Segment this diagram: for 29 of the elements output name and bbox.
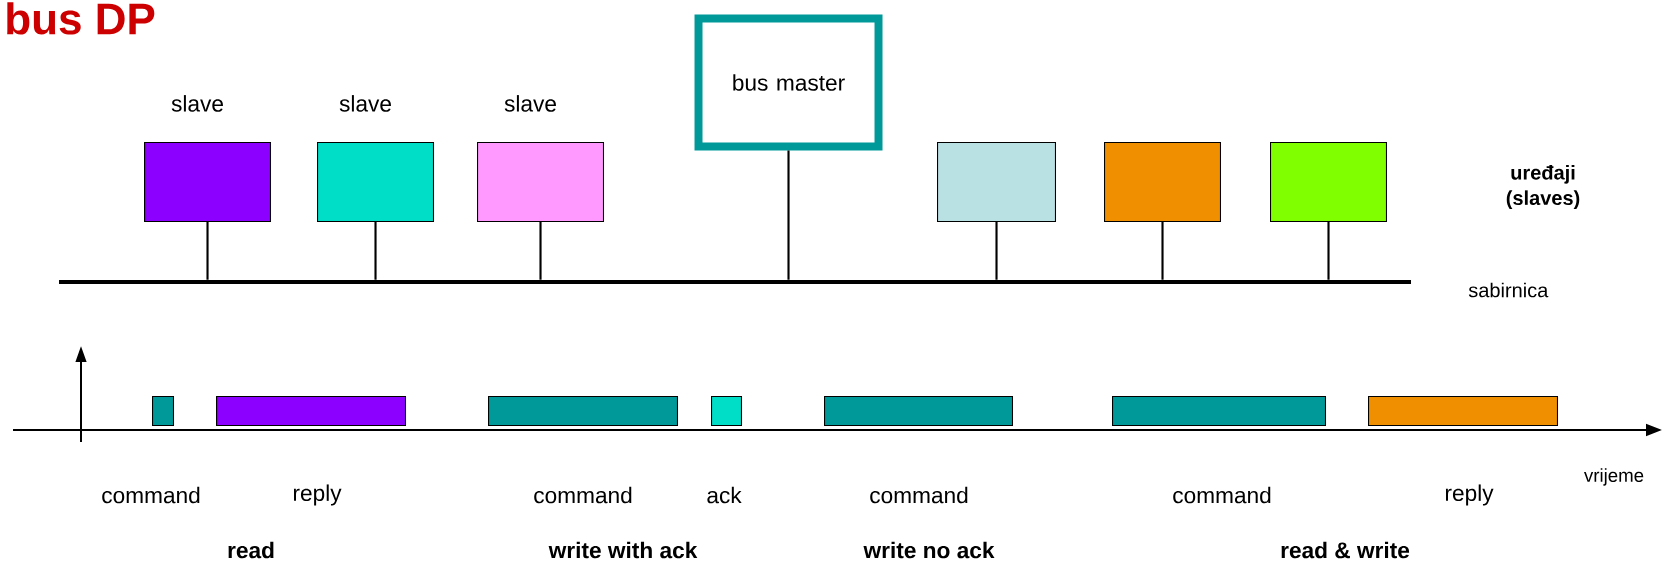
connector-line: [995, 222, 998, 280]
device-box: [1104, 142, 1221, 222]
frame-label: command: [102, 486, 200, 504]
group-label: uređaji (slaves): [1506, 165, 1580, 209]
frame-label: reply: [1445, 484, 1494, 506]
axis-label: vrijeme: [1584, 468, 1644, 486]
operation-label: read & write: [1281, 541, 1410, 559]
connector-line: [206, 222, 209, 280]
connector-line: [539, 222, 542, 280]
operation-label: read: [228, 541, 274, 559]
device-label: slave: [171, 95, 223, 112]
connector-line: [374, 222, 377, 280]
bus-label: sabirnica: [1468, 282, 1549, 298]
connector-line: [1161, 222, 1164, 280]
frame-label: command: [534, 486, 632, 504]
device-box: [1270, 142, 1387, 222]
operation-label: write with ack: [548, 541, 698, 559]
connector-line: [787, 150, 790, 280]
title: bus DP: [7, 2, 155, 35]
operation-label: write no ack: [863, 541, 995, 559]
device-label: slave: [504, 95, 556, 112]
frame-label: command: [870, 486, 968, 504]
connector-line: [1327, 222, 1330, 280]
frame-label: ack: [707, 486, 742, 504]
device-box: [937, 142, 1056, 222]
bus-master-box: bus master: [694, 14, 883, 151]
device-label: slave: [339, 95, 391, 112]
frame-label: command: [1173, 486, 1271, 504]
frame-label: reply: [293, 484, 342, 506]
